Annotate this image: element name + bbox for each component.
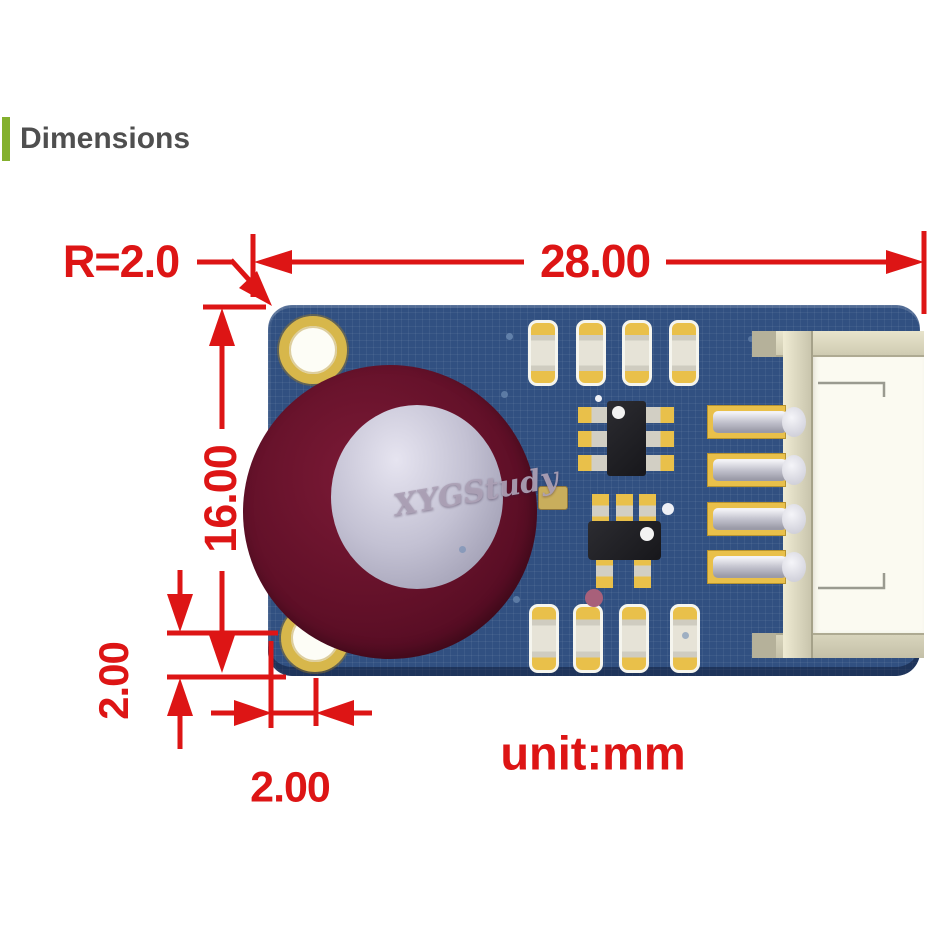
pcb-dot	[459, 546, 466, 553]
smd-component	[573, 604, 603, 673]
connector-pin-tip	[782, 455, 806, 485]
page-title: Dimensions	[20, 122, 191, 155]
header-accent-bar	[2, 117, 10, 161]
dim-height-label: 16.00	[195, 445, 246, 553]
pcb-dot	[748, 336, 754, 342]
ic-pad	[634, 559, 651, 588]
connector-housing-front	[810, 352, 924, 636]
ic-pad	[616, 494, 633, 523]
connector-pin-tip	[782, 407, 806, 437]
dim-hole-offset-vertical-label: 2.00	[90, 642, 137, 720]
connector-flange-top	[752, 331, 924, 357]
pcb-dot	[506, 333, 513, 340]
silkscreen-dot	[662, 503, 674, 515]
smd-component	[528, 320, 558, 386]
smd-component	[619, 604, 649, 673]
ic-pad	[578, 455, 608, 471]
ic-pad	[592, 494, 609, 523]
smd-component	[529, 604, 559, 673]
ic-pad	[578, 431, 608, 447]
pcb-dot	[501, 391, 508, 398]
mounting-hole-top	[279, 316, 347, 384]
connector-pin	[713, 508, 787, 530]
dim-corner-radius-label: R=2.0	[62, 236, 180, 287]
connector-pin-tip	[782, 552, 806, 582]
smd-component	[622, 320, 652, 386]
pcb-dot	[682, 632, 689, 639]
connector-flange-cap	[752, 331, 776, 357]
connector-pin	[713, 459, 787, 481]
ic-pad	[644, 431, 674, 447]
ic-pad	[644, 455, 674, 471]
silkscreen-dot	[595, 395, 602, 402]
ic-pin1-dot	[612, 406, 625, 419]
pcb-dot	[513, 596, 520, 603]
ic-pad	[596, 559, 613, 588]
connector-flange-bottom	[752, 633, 924, 658]
ir-sensor-dome	[331, 405, 503, 589]
dim-width-label: 28.00	[539, 235, 651, 287]
smd-component	[576, 320, 606, 386]
dim-hole-offset-horizontal-label: 2.00	[250, 763, 331, 812]
connector-pin	[713, 411, 787, 433]
connector-pin-tip	[782, 504, 806, 534]
ic-pad	[644, 407, 674, 423]
unit-label: unit:mm	[500, 726, 686, 780]
via-dot	[585, 589, 603, 607]
smd-component	[669, 320, 699, 386]
ic-pin1-dot	[640, 527, 654, 541]
ir-sensor-tab	[538, 486, 568, 510]
connector-pin	[713, 556, 787, 578]
ic-pad	[639, 494, 656, 523]
connector-flange-cap	[752, 633, 776, 658]
connector-side-wall	[783, 331, 813, 658]
ic-pad	[578, 407, 608, 423]
